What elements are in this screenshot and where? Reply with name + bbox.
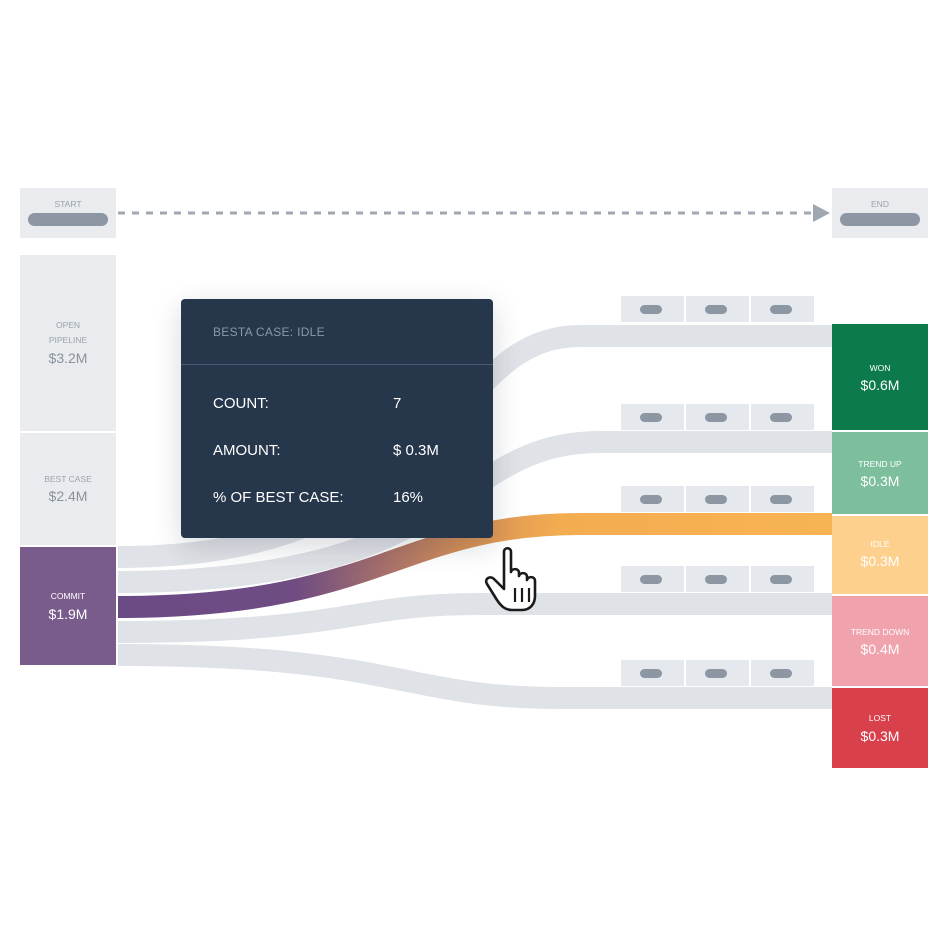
outcome-idle[interactable]: IDLE $0.3M [832,516,928,594]
flow-commit-to-trend-down[interactable] [117,593,832,643]
stat-chips [621,296,814,686]
arrow-right-icon [813,204,830,222]
chip-row-lost [621,660,814,686]
tooltip-percent-value: 16% [393,489,424,506]
trend-down-value: $0.4M [861,641,900,657]
end-value-pill [840,213,920,226]
won-value: $0.6M [861,377,900,393]
idle-value: $0.3M [861,553,900,569]
tooltip-count-label: COUNT: [213,395,269,412]
lost-title: LOST [869,713,891,723]
trend-up-title: TREND UP [858,459,902,469]
source-open-pipeline[interactable]: OPEN PIPELINE $3.2M [20,255,116,431]
open-pipeline-title-line1: OPEN [56,320,80,330]
open-pipeline-value: $3.2M [49,350,88,366]
tooltip-amount-label: AMOUNT: [213,442,281,459]
end-label: END [871,199,889,209]
best-case-value: $2.4M [49,488,88,504]
lost-value: $0.3M [861,728,900,744]
outcome-trend-down[interactable]: TREND DOWN $0.4M [832,596,928,686]
start-value-pill [28,213,108,226]
source-commit[interactable]: COMMIT $1.9M [20,547,116,665]
tooltip-amount-value: $ 0.3M [393,442,439,459]
open-pipeline-title-line2: PIPELINE [49,335,88,345]
start-label: START [54,199,81,209]
chip-row-trend-up [621,404,814,430]
commit-title: COMMIT [51,591,85,601]
trend-down-title: TREND DOWN [851,627,910,637]
chip-row-trend-down [621,566,814,592]
tooltip-count-value: 7 [393,395,402,412]
tooltip-percent-label: % OF BEST CASE: [213,489,344,506]
chip-row-idle [621,486,814,512]
flow-commit-to-lost[interactable] [117,644,832,709]
won-title: WON [870,363,891,373]
start-box[interactable]: START [20,188,116,238]
commit-value: $1.9M [49,606,88,622]
tooltip-title: BESTA CASE: IDLE [213,325,325,339]
tooltip-divider [181,364,493,365]
outcome-won[interactable]: WON $0.6M [832,324,928,430]
idle-title: IDLE [871,539,890,549]
outcome-trend-up[interactable]: TREND UP $0.3M [832,432,928,514]
end-box[interactable]: END [832,188,928,238]
source-best-case[interactable]: BEST CASE $2.4M [20,433,116,545]
chip-row-won [621,296,814,322]
best-case-title: BEST CASE [44,474,92,484]
outcome-lost[interactable]: LOST $0.3M [832,688,928,768]
hand-pointer-icon [484,546,537,612]
flow-tooltip: BESTA CASE: IDLE COUNT: 7 AMOUNT: $ 0.3M… [181,299,493,538]
flow-highlighted-to-idle[interactable] [117,513,832,618]
trend-up-value: $0.3M [861,473,900,489]
